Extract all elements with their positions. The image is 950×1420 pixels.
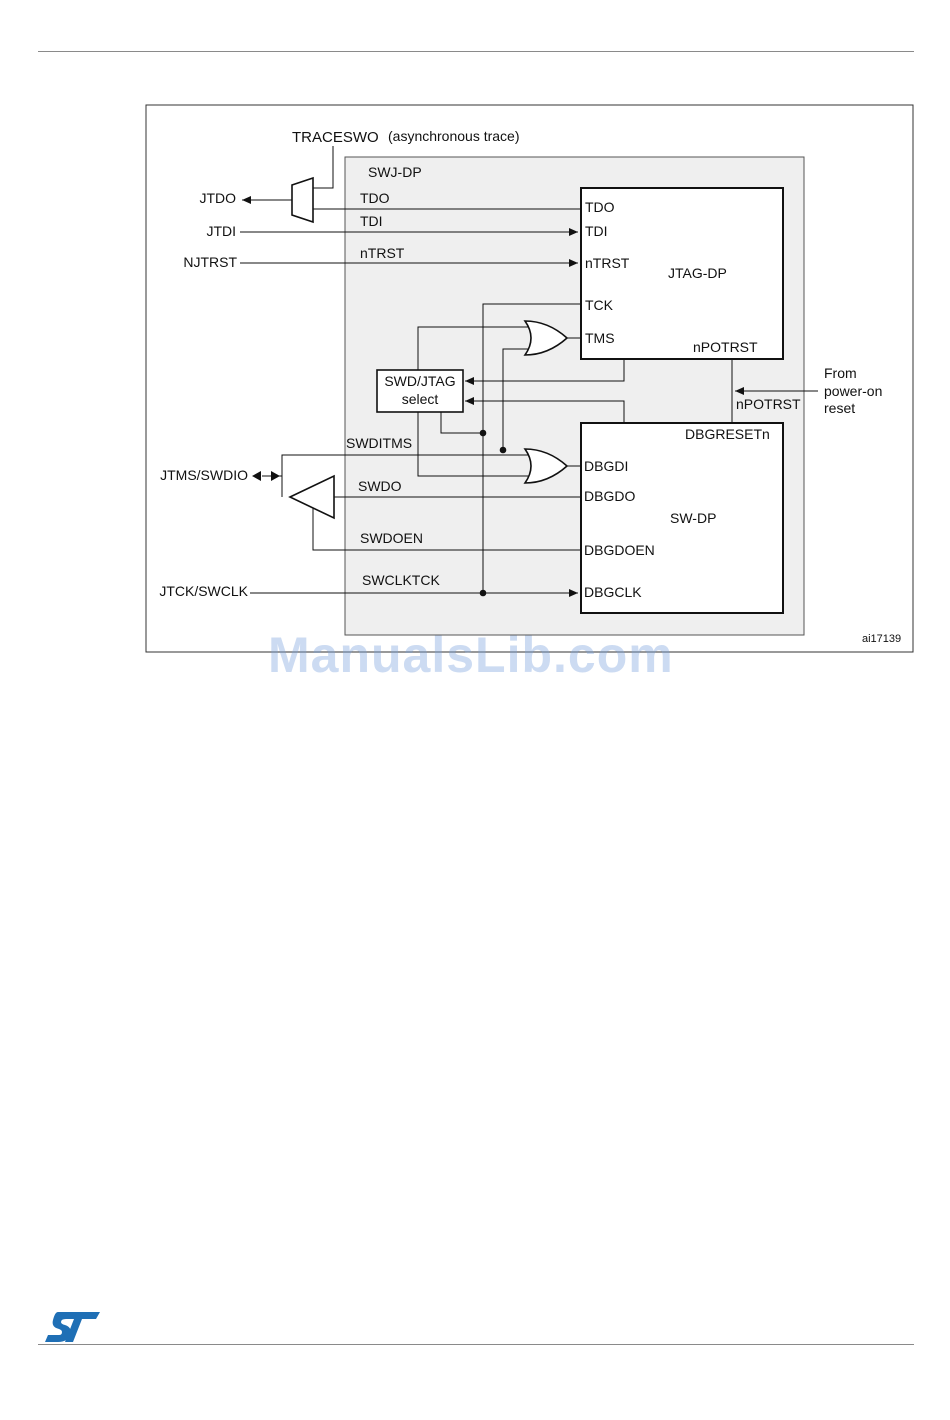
traceswo-label: TRACESWO [292, 129, 379, 146]
signal-ntrst: nTRST [360, 245, 405, 261]
junction-dot [500, 447, 507, 454]
jtag-dp-port-ntrst: nTRST [585, 255, 630, 271]
jtag-dp-port-tdo: TDO [585, 199, 615, 215]
jtag-dp-title: JTAG-DP [668, 265, 727, 281]
junction-dot [480, 590, 487, 597]
pin-jtck-swclk: JTCK/SWCLK [159, 583, 248, 599]
sw-dp-port-dbgdo: DBGDO [584, 488, 635, 504]
jtag-dp-port-tdi: TDI [585, 223, 608, 239]
swj-dp-title: SWJ-DP [368, 164, 422, 180]
select-label-line1: SWD/JTAG [384, 373, 455, 389]
select-label-line2: select [402, 391, 439, 407]
power-on-line1: From [824, 365, 857, 381]
sw-dp-port-dbgdi: DBGDI [584, 458, 628, 474]
pin-jtdo: JTDO [199, 190, 236, 206]
traceswo-mux [292, 178, 313, 222]
sw-dp-title: SW-DP [670, 510, 716, 526]
traceswo-note: (asynchronous trace) [388, 128, 520, 144]
sw-dp-port-dbgclk: DBGCLK [584, 584, 642, 600]
signal-tdo: TDO [360, 190, 390, 206]
pin-njtrst: NJTRST [183, 254, 237, 270]
junction-dot [480, 430, 487, 437]
watermark-text: ManualsLib.com [268, 626, 674, 684]
signal-tdi: TDI [360, 213, 383, 229]
sw-dp-port-dbgresetn: DBGRESETn [685, 426, 770, 442]
footer-rule [38, 1344, 914, 1345]
swj-dp-block-diagram: TRACESWO (asynchronous trace) SWJ-DP JTD… [0, 0, 950, 700]
st-logo-icon [44, 1310, 104, 1344]
jtag-dp-port-tms: TMS [585, 330, 615, 346]
pin-jtms-swdio: JTMS/SWDIO [160, 467, 248, 483]
power-on-line2: power-on [824, 383, 882, 399]
sw-dp-port-dbgdoen: DBGDOEN [584, 542, 655, 558]
signal-swdo: SWDO [358, 478, 402, 494]
jtag-dp-port-npotrst: nPOTRST [693, 339, 758, 355]
signal-swdoen: SWDOEN [360, 530, 423, 546]
power-on-line3: reset [824, 400, 855, 416]
pin-jtdi: JTDI [206, 223, 236, 239]
figure-id: ai17139 [862, 633, 901, 645]
signal-swditms: SWDITMS [346, 435, 412, 451]
jtag-dp-port-tck: TCK [585, 297, 614, 313]
signal-npotrst: nPOTRST [736, 396, 801, 412]
signal-swclktck: SWCLKTCK [362, 572, 440, 588]
